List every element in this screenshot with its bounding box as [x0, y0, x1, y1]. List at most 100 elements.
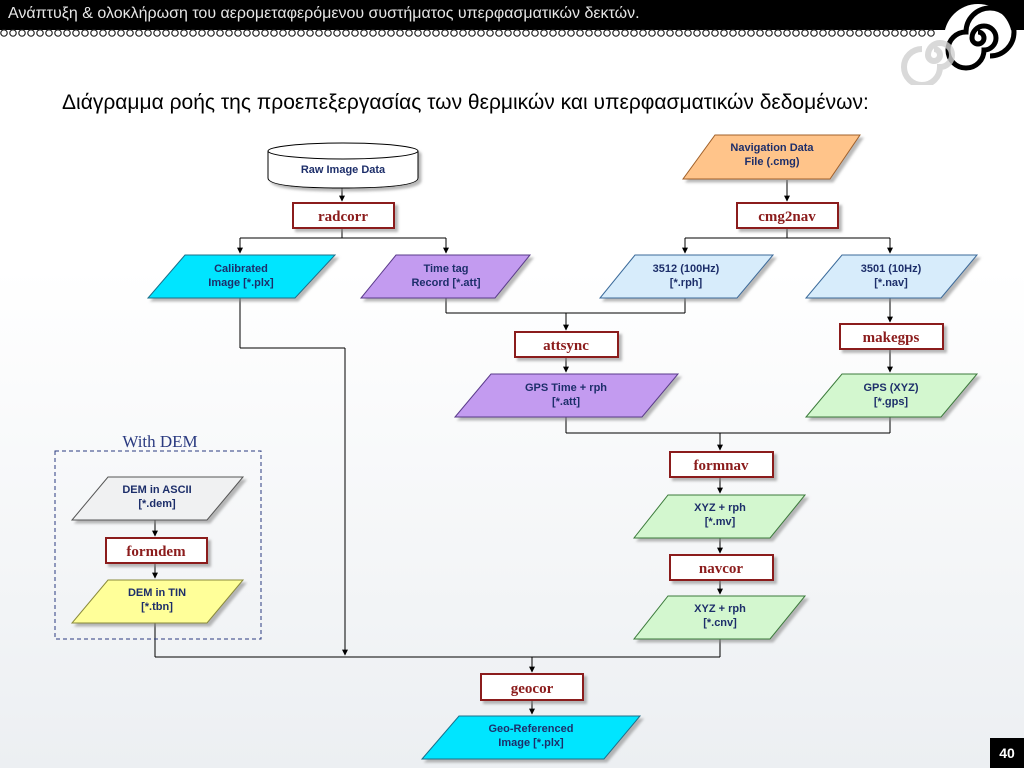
demtin-line-2: [*.tbn]	[141, 601, 173, 613]
spiral-ornament	[864, 29, 872, 37]
rph-line-2: [*.rph]	[670, 277, 703, 289]
spiral-ornament	[594, 29, 602, 37]
spiral-ornament	[738, 29, 746, 37]
georef-line-2: Image [*.plx]	[498, 737, 564, 749]
spiral-ornament	[576, 29, 584, 37]
spiral-ornament	[243, 29, 251, 37]
data-xyz-mv: XYZ + rph [*.mv]	[632, 494, 807, 539]
georef-line-1: Geo-Referenced	[489, 723, 574, 735]
cmg2nav-label: cmg2nav	[758, 209, 816, 225]
spiral-ornament	[522, 29, 530, 37]
spiral-ornament	[198, 29, 206, 37]
spiral-ornament	[99, 29, 107, 37]
spiral-ornament	[792, 29, 800, 37]
spiral-ornament	[666, 29, 674, 37]
geocor-label: geocor	[511, 681, 554, 697]
xyzcnv-line-2: [*.cnv]	[703, 617, 737, 629]
connectors	[152, 180, 893, 715]
data-dem-tin: DEM in TIN [*.tbn]	[70, 579, 245, 624]
spiral-ornament	[252, 29, 260, 37]
spiral-ornament	[414, 29, 422, 37]
spiral-ornament	[126, 29, 134, 37]
spiral-ornament	[225, 29, 233, 37]
formdem-label: formdem	[126, 544, 186, 560]
calibrated-line-1: Calibrated	[214, 263, 268, 275]
gpsxyz-line-2: [*.gps]	[874, 396, 909, 408]
data-geo-referenced-image: Geo-Referenced Image [*.plx]	[420, 715, 642, 760]
spiral-ornament	[783, 29, 791, 37]
spiral-ornament	[387, 29, 395, 37]
gpsxyz-line-1: GPS (XYZ)	[863, 382, 918, 394]
spiral-ornament	[585, 29, 593, 37]
demascii-line-1: DEM in ASCII	[122, 484, 191, 496]
spiral-ornament	[369, 29, 377, 37]
spiral-ornament	[423, 29, 431, 37]
spiral-ornament	[504, 29, 512, 37]
xyzmv-line-2: [*.mv]	[705, 516, 736, 528]
navfile-line-1: Navigation Data	[730, 142, 814, 154]
process-geocor: geocor	[480, 673, 584, 701]
navcor-label: navcor	[699, 561, 744, 577]
spiral-ornament	[459, 29, 467, 37]
spiral-ornament	[495, 29, 503, 37]
spiral-ornament	[855, 29, 863, 37]
xyzmv-line-1: XYZ + rph	[694, 502, 746, 514]
data-calibrated-image: Calibrated Image [*.plx]	[146, 254, 337, 299]
spiral-ornament	[846, 29, 854, 37]
spiral-ornament	[909, 29, 917, 37]
spiral-ornament	[531, 29, 539, 37]
spiral-ornament	[810, 29, 818, 37]
spiral-ornament	[315, 29, 323, 37]
formnav-label: formnav	[694, 458, 749, 474]
radcorr-label: radcorr	[318, 209, 368, 225]
spiral-ornament	[540, 29, 548, 37]
spiral-ornament	[261, 29, 269, 37]
spiral-ornament	[117, 29, 125, 37]
spiral-ornament	[144, 29, 152, 37]
data-dem-ascii: DEM in ASCII [*.dem]	[70, 476, 245, 521]
spiral-ornament	[621, 29, 629, 37]
slide-header-bar: Ανάπτυξη & ολοκλήρωση του αερομεταφερόμε…	[0, 0, 1024, 30]
spiral-ornament	[378, 29, 386, 37]
spiral-ornament	[468, 29, 476, 37]
spiral-ornament	[837, 29, 845, 37]
spiral-ornament	[567, 29, 575, 37]
spiral-ornament	[333, 29, 341, 37]
spiral-ornament	[603, 29, 611, 37]
data-nav-3501: 3501 (10Hz) [*.nav]	[804, 254, 979, 299]
spiral-ornament	[828, 29, 836, 37]
spiral-ornament	[135, 29, 143, 37]
spiral-ornament	[819, 29, 827, 37]
nav-line-1: 3501 (10Hz)	[861, 263, 922, 275]
spiral-ornament	[360, 29, 368, 37]
spiral-ornament	[684, 29, 692, 37]
nav-line-2: [*.nav]	[874, 277, 908, 289]
spiral-ornament	[675, 29, 683, 37]
spiral-ornament	[765, 29, 773, 37]
process-formdem: formdem	[105, 537, 208, 564]
spiral-ornament	[405, 29, 413, 37]
with-dem-group: With DEM	[54, 432, 262, 640]
attsync-label: attsync	[543, 338, 589, 354]
process-cmg2nav: cmg2nav	[736, 202, 839, 229]
spiral-ornament	[63, 29, 71, 37]
spiral-ornament	[648, 29, 656, 37]
spiral-ornament	[234, 29, 242, 37]
spiral-ornament	[162, 29, 170, 37]
calibrated-line-2: Image [*.plx]	[208, 277, 274, 289]
data-xyz-cnv: XYZ + rph [*.cnv]	[632, 595, 807, 640]
spiral-ornament	[18, 29, 26, 37]
spiral-ornament	[27, 29, 35, 37]
spiral-ornament	[612, 29, 620, 37]
with-dem-label: With DEM	[122, 432, 197, 451]
spiral-ornament	[873, 29, 881, 37]
spiral-ornament	[36, 29, 44, 37]
makegps-label: makegps	[863, 330, 920, 346]
spiral-ornament	[342, 29, 350, 37]
spiral-ornament	[918, 29, 926, 37]
spiral-ornament	[513, 29, 521, 37]
spiral-ornament	[729, 29, 737, 37]
process-radcorr: radcorr	[292, 202, 395, 229]
spiral-ornament	[72, 29, 80, 37]
spiral-ornament	[288, 29, 296, 37]
